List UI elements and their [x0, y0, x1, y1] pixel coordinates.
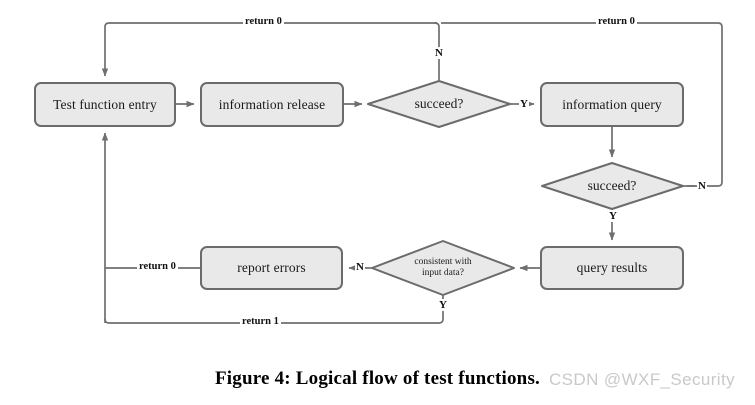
node-report-errors-label: report errors — [237, 260, 306, 275]
branch-label-release-yes: Y — [519, 98, 529, 110]
edge-return1-bottom — [104, 295, 444, 324]
node-information-query[interactable]: information query — [540, 82, 684, 127]
decision-succeed-query-shape — [541, 162, 684, 210]
decision-succeed-release-shape — [367, 80, 511, 128]
edge-label-return0-report: return 0 — [137, 261, 178, 272]
edge-label-return1-bottom: return 1 — [240, 316, 281, 327]
branch-label-query-yes: Y — [608, 210, 618, 222]
figure-caption: Figure 4: Logical flow of test functions… — [214, 368, 540, 389]
watermark: CSDN @WXF_Security — [549, 370, 735, 389]
node-information-release[interactable]: information release — [200, 82, 344, 127]
branch-label-release-no: N — [434, 47, 444, 59]
node-information-query-label: information query — [562, 96, 662, 112]
edge-return0-top-left — [101, 22, 437, 77]
edge-release-no — [434, 22, 440, 81]
edge-label-return0-top-right: return 0 — [596, 16, 637, 27]
decision-consistent-shape — [371, 240, 515, 296]
edge-return0-top-right — [441, 22, 723, 187]
node-query-results-label: query results — [576, 260, 648, 275]
branch-label-consistent-no: N — [355, 261, 365, 273]
node-query-results[interactable]: query results — [540, 246, 684, 290]
node-test-function-entry-label: Test function entry — [53, 96, 157, 112]
edge-label-return0-top-left: return 0 — [243, 16, 284, 27]
branch-label-query-no: N — [697, 180, 707, 192]
branch-label-consistent-yes: Y — [438, 299, 448, 311]
node-information-release-label: information release — [218, 96, 326, 112]
node-report-errors[interactable]: report errors — [200, 246, 343, 290]
node-test-function-entry[interactable]: Test function entry — [34, 82, 176, 127]
